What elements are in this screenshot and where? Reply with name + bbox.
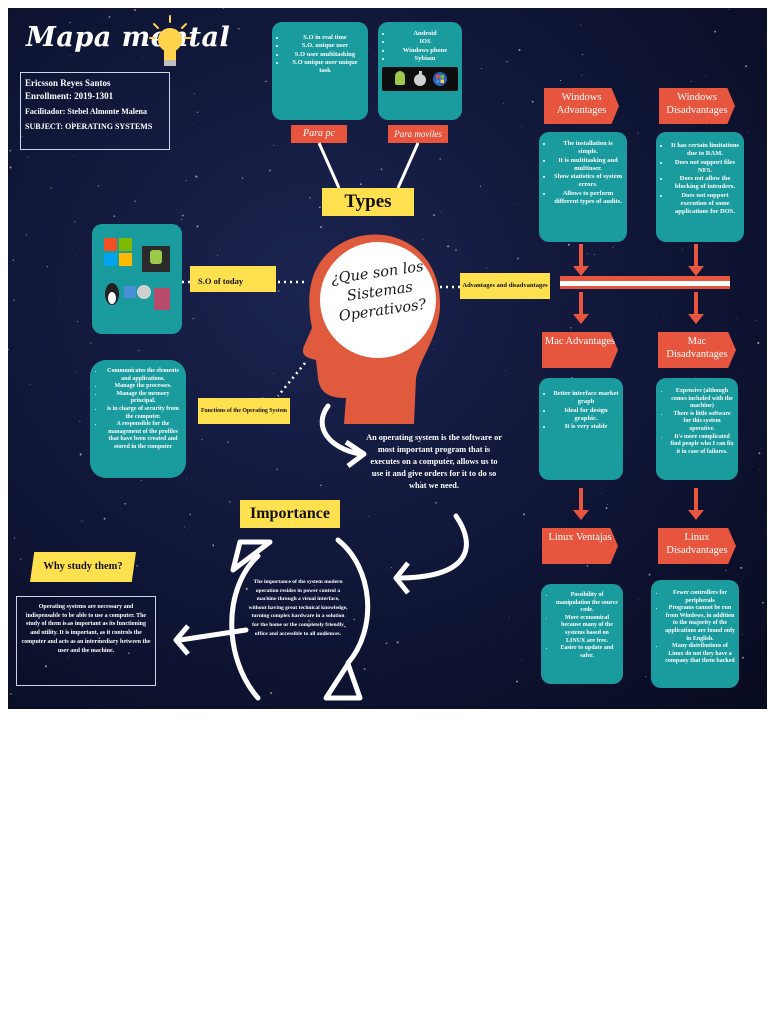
- functions-label: Functions of the Operating System: [198, 398, 290, 424]
- pc-type-item: S.O user multitasking: [286, 51, 364, 59]
- mac-disadvantages-list: Expensive (although comes included with …: [660, 388, 734, 456]
- pc-type-item: S.O in real time: [286, 34, 364, 42]
- windows-disadvantage-item: It has certain limitations due to RAM.: [670, 142, 740, 159]
- mobile-types-list: AndroidIOSWindows phoneSybiam: [382, 30, 458, 63]
- linux-advantages-list: Possibility of manipulation the source c…: [545, 592, 619, 660]
- functions-box: Communicates the elements and applicatio…: [90, 360, 186, 478]
- head-illustration: [302, 234, 441, 424]
- linux-disadvantages-list: Fewer controllers for peripheralsProgram…: [655, 590, 735, 666]
- linux-advantages-box: Possibility of manipulation the source c…: [541, 584, 623, 684]
- linux-advantages-title: Linux Ventajas: [542, 528, 618, 564]
- windows-disadvantages-box: It has certain limitations due to RAM.Do…: [656, 132, 744, 242]
- mind-map-poster: Mapa mental Ericsson Reyes Santos Enroll…: [8, 8, 767, 709]
- connector-lines: [182, 142, 460, 397]
- mobile-type-item: Android: [392, 30, 458, 38]
- mac-disadvantage-item: Expensive (although comes included with …: [670, 388, 734, 411]
- windows-phone-icon: [433, 72, 447, 87]
- windows-disadvantages-title: Windows Disadvantages: [659, 88, 735, 124]
- function-item: Manage the processes.: [104, 383, 182, 391]
- importance-label: Importance: [240, 500, 340, 528]
- android-icon: [395, 71, 405, 86]
- subject: SUBJECT: OPERATING SYSTEMS: [25, 122, 153, 131]
- pc-types-box: S.O in real timeS.O. unique userS.O user…: [272, 22, 368, 120]
- linux-disadvantages-title: Linux Disadvantages: [658, 528, 736, 564]
- advantages-label: Advantages and disadvantages: [460, 273, 550, 299]
- divider-bar-bottom: [560, 286, 730, 289]
- windows-advantages-title: Windows Advantages: [544, 88, 619, 124]
- pc-label: Para pc: [291, 125, 347, 143]
- mobile-os-logos: [382, 67, 458, 92]
- student-info-box: Ericsson Reyes Santos Enrollment: 2019-1…: [20, 72, 170, 150]
- functions-list: Communicates the elements and applicatio…: [94, 368, 182, 452]
- windows-advantages-list: The installation is simple.It is multita…: [543, 140, 623, 206]
- red-arrows: [573, 244, 704, 520]
- why-label: Why study them?: [30, 552, 136, 582]
- facilitator: Facilitador: Stebel Almonte Malena: [25, 107, 147, 116]
- linux-disadvantages-box: Fewer controllers for peripheralsProgram…: [651, 580, 739, 688]
- windows-disadvantage-item: Does not support execution of some appli…: [670, 192, 740, 217]
- divider-bar-middle: [560, 281, 730, 286]
- windows-advantage-item: Show statistics of system errors.: [553, 173, 623, 190]
- os-logos-box: [92, 224, 182, 334]
- why-box: Operating systems are necessary and indi…: [16, 596, 156, 686]
- mac-disadvantage-item: There is little software for this system…: [670, 411, 734, 434]
- mac-advantage-item: It is very stable: [553, 423, 619, 431]
- mac-advantage-item: Ideal for design graphic.: [553, 407, 619, 424]
- windows-advantage-item: It is multitasking and multiuser.: [553, 157, 623, 174]
- page-title: Mapa mental: [26, 22, 231, 53]
- windows-advantage-item: Allows to perform different types of aud…: [553, 190, 623, 207]
- linux-disadvantage-item: Fewer controllers for peripherals: [665, 590, 735, 605]
- os-logos-collage: [104, 238, 170, 310]
- mac-advantages-title: Mac Advantages: [542, 332, 618, 368]
- function-item: Communicates the elements and applicatio…: [104, 368, 182, 383]
- pc-types-list: S.O in real timeS.O. unique userS.O user…: [276, 34, 364, 75]
- mac-disadvantage-item: It's more complicated find people who I …: [670, 434, 734, 457]
- pc-type-item: S.O unique user unique task: [286, 59, 364, 76]
- function-item: Manage the memory principal.: [104, 391, 182, 406]
- mac-advantages-list: Better interface market graphIdeal for d…: [543, 390, 619, 431]
- lightbulb-icon: [149, 15, 191, 66]
- linux-disadvantage-item: Programs cannot be run from Windows, in …: [665, 605, 735, 643]
- windows-disadvantage-item: Does not allow the blocking of intruders…: [670, 175, 740, 192]
- today-label: S.O of today: [190, 266, 276, 292]
- curved-arrows: [173, 403, 469, 701]
- os-definition: An operating system is the software or m…: [366, 433, 502, 490]
- mobile-types-box: AndroidIOSWindows phoneSybiam: [378, 22, 462, 120]
- importance-text: The importance of the system modern oper…: [248, 579, 348, 637]
- function-item: is in charge of security from the comput…: [104, 406, 182, 421]
- windows-advantages-box: The installation is simple.It is multita…: [539, 132, 627, 242]
- linux-advantage-item: Easier to update and safer.: [555, 645, 619, 660]
- apple-icon: [414, 71, 426, 87]
- mac-advantages-box: Better interface market graphIdeal for d…: [539, 378, 623, 480]
- enrollment: Enrollment: 2019-1301: [25, 91, 114, 101]
- mac-disadvantages-title: Mac Disadvantages: [658, 332, 736, 368]
- student-name: Ericsson Reyes Santos: [25, 78, 111, 88]
- mobile-label: Para moviles: [388, 125, 448, 143]
- mobile-type-item: Windows phone: [392, 47, 458, 55]
- mobile-type-item: IOS: [392, 38, 458, 46]
- linux-advantage-item: More economical because many of the syst…: [555, 615, 619, 645]
- windows-disadvantage-item: Does not support files NFS.: [670, 159, 740, 176]
- windows-advantage-item: The installation is simple.: [553, 140, 623, 157]
- function-item: A responsible for the management of the …: [104, 421, 182, 451]
- mac-disadvantages-box: Expensive (although comes included with …: [656, 378, 738, 480]
- mobile-type-item: Sybiam: [392, 55, 458, 63]
- divider-bar-top: [560, 276, 730, 281]
- linux-advantage-item: Possibility of manipulation the source c…: [555, 592, 619, 615]
- why-text: Operating systems are necessary and indi…: [21, 604, 151, 654]
- pc-type-item: S.O. unique user: [286, 42, 364, 50]
- types-label: Types: [322, 188, 414, 216]
- linux-disadvantage-item: Many distributions of Linux do not they …: [665, 643, 735, 666]
- windows-disadvantages-list: It has certain limitations due to RAM.Do…: [660, 142, 740, 217]
- mac-advantage-item: Better interface market graph: [553, 390, 619, 407]
